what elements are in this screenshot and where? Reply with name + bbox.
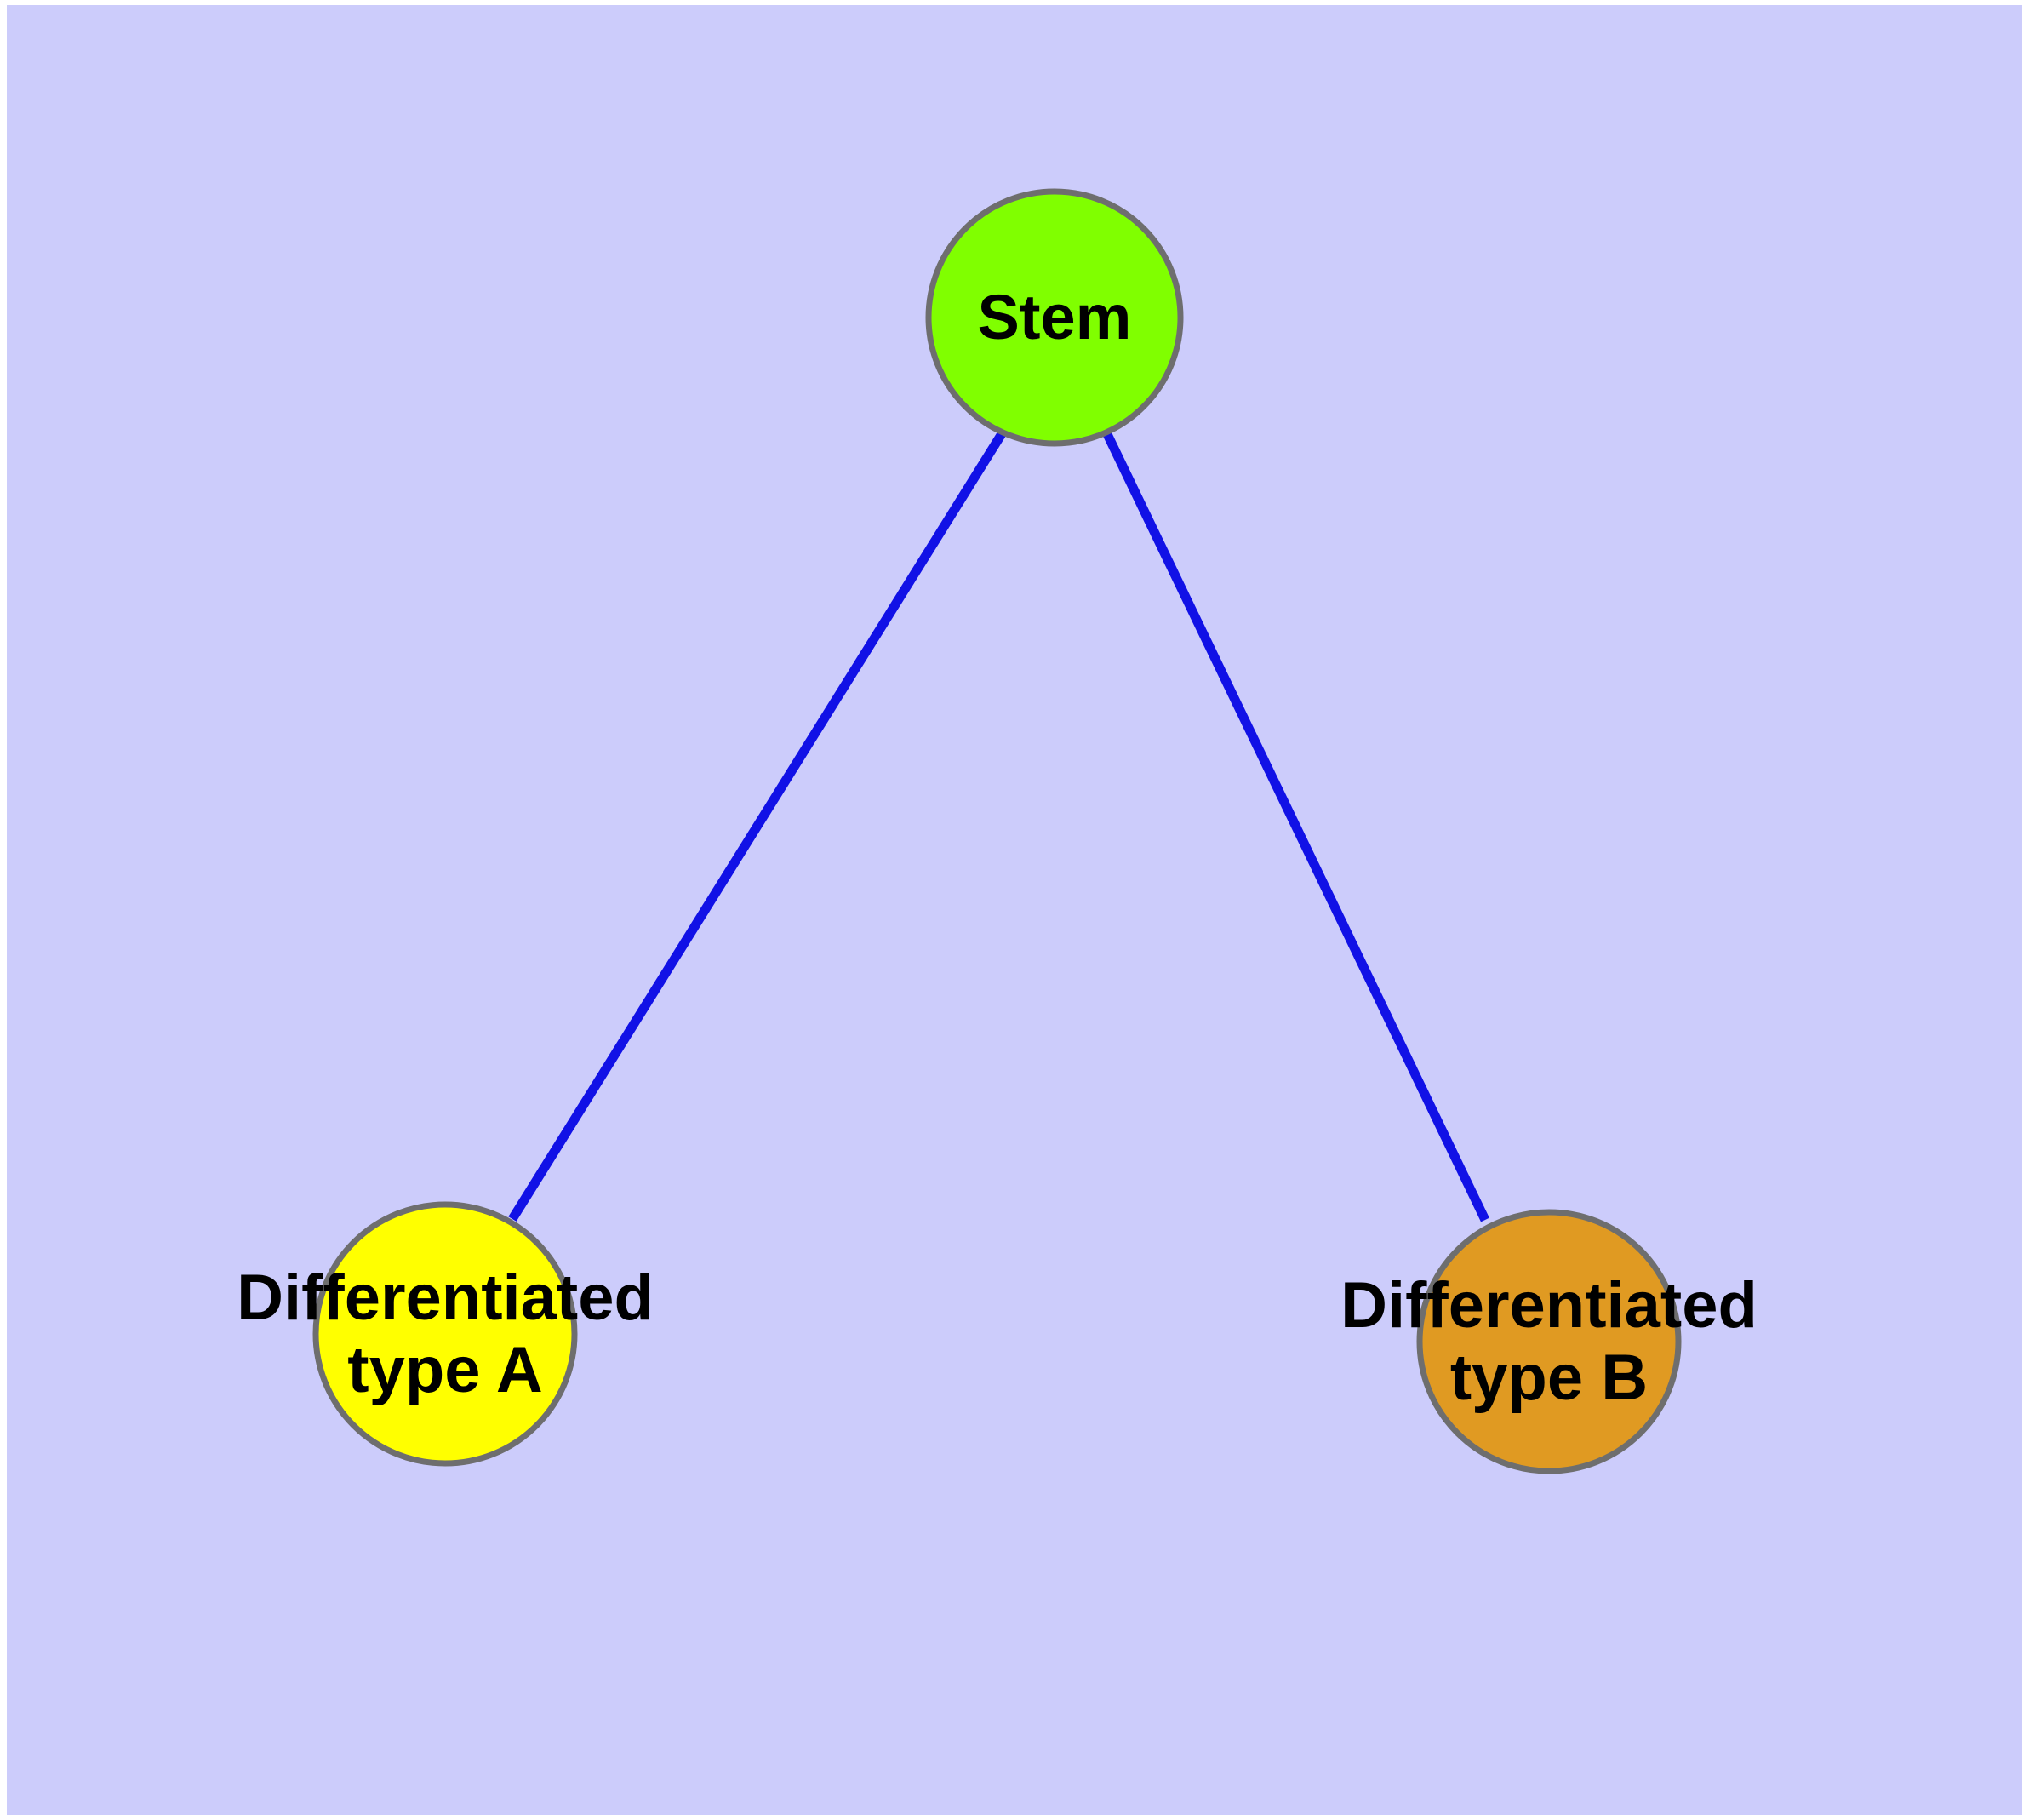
- edge-layer: [508, 430, 1489, 1222]
- node-stem[interactable]: [925, 188, 1184, 447]
- node-differentiated-type-b[interactable]: [1416, 1209, 1682, 1474]
- node-differentiated-type-a[interactable]: [312, 1201, 578, 1467]
- edge-stem-to-diff-b[interactable]: [1102, 430, 1489, 1222]
- edge-stem-to-diff-a[interactable]: [508, 430, 1007, 1222]
- node-layer: [312, 188, 1682, 1474]
